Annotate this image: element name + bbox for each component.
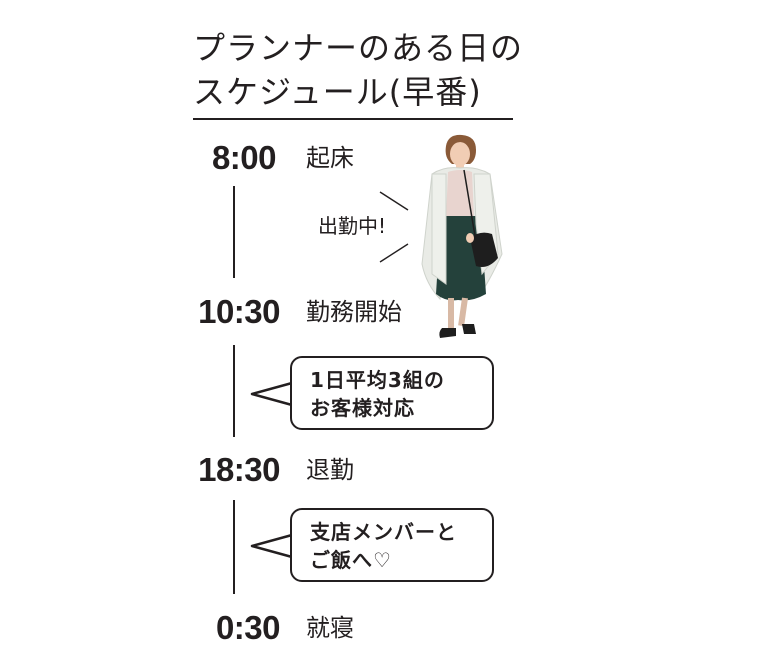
- speech-bubble-dinner: 支店メンバーと ご飯へ♡: [290, 508, 494, 582]
- shoe-right: [462, 324, 476, 334]
- title-underline: [193, 118, 513, 120]
- bag-shape: [470, 232, 498, 267]
- timeline-segment-3: [233, 500, 235, 594]
- shout-emphasis-lines: [379, 191, 409, 263]
- event-sleep: 就寝: [306, 614, 354, 642]
- bubble-2-line-1: 支店メンバーと: [310, 520, 457, 544]
- title-line-1: プランナーのある日の: [193, 29, 524, 67]
- bubble-1-line-2: お客様対応: [310, 396, 415, 420]
- shoe-left: [439, 328, 456, 338]
- bubble-2-line-2: ご飯へ♡: [310, 548, 392, 572]
- bubble-1-line-1: 1日平均3組の: [310, 368, 445, 392]
- bubble-1-tail: [250, 381, 293, 407]
- event-wake: 起床: [306, 144, 354, 172]
- bubble-2-tail: [250, 533, 293, 559]
- title-line-2: スケジュール(早番): [193, 73, 482, 111]
- face-shape: [450, 142, 470, 166]
- walking-woman-photo: [421, 134, 503, 338]
- event-leave-work: 退勤: [306, 456, 354, 484]
- time-sleep: 0:30: [215, 609, 281, 646]
- timeline-segment-1: [233, 186, 235, 278]
- event-work-start: 勤務開始: [306, 298, 402, 326]
- time-wake: 8:00: [211, 139, 277, 176]
- schedule-title: プランナーのある日の スケジュール(早番): [193, 26, 523, 114]
- shout-text: 出勤中!: [318, 214, 387, 238]
- speech-bubble-customers: 1日平均3組の お客様対応: [290, 356, 494, 430]
- timeline-segment-2: [233, 345, 235, 437]
- time-leave-work: 18:30: [198, 451, 280, 488]
- time-work-start: 10:30: [198, 293, 280, 330]
- blouse-shape: [446, 170, 474, 218]
